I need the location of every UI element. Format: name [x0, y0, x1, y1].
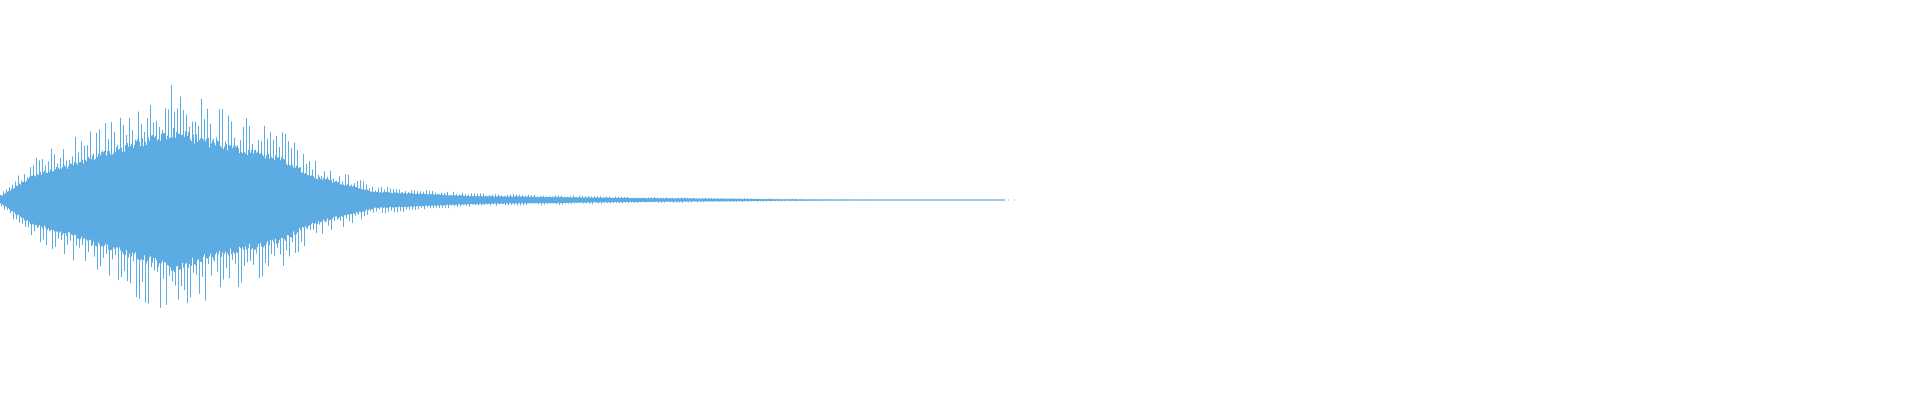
- waveform-body: [0, 85, 1005, 308]
- waveform-dot: [906, 199, 907, 201]
- waveform-dot: [1002, 199, 1003, 201]
- waveform-dot: [936, 199, 937, 201]
- waveform-dot: [912, 199, 913, 201]
- waveform-dot: [972, 199, 973, 201]
- waveform-dot: [978, 199, 979, 201]
- waveform-dot: [900, 199, 901, 201]
- waveform-dot: [918, 199, 919, 201]
- waveform-dot: [1014, 199, 1015, 201]
- waveform-dot: [930, 199, 931, 201]
- waveform-dot: [942, 199, 943, 201]
- waveform-dot: [984, 199, 985, 201]
- waveform-trailing-dots: [900, 199, 1015, 201]
- waveform-dot: [966, 199, 967, 201]
- waveform-dot: [990, 199, 991, 201]
- waveform-dot: [996, 199, 997, 201]
- waveform-dot: [924, 199, 925, 201]
- waveform-dot: [948, 199, 949, 201]
- waveform-dot: [1008, 199, 1009, 201]
